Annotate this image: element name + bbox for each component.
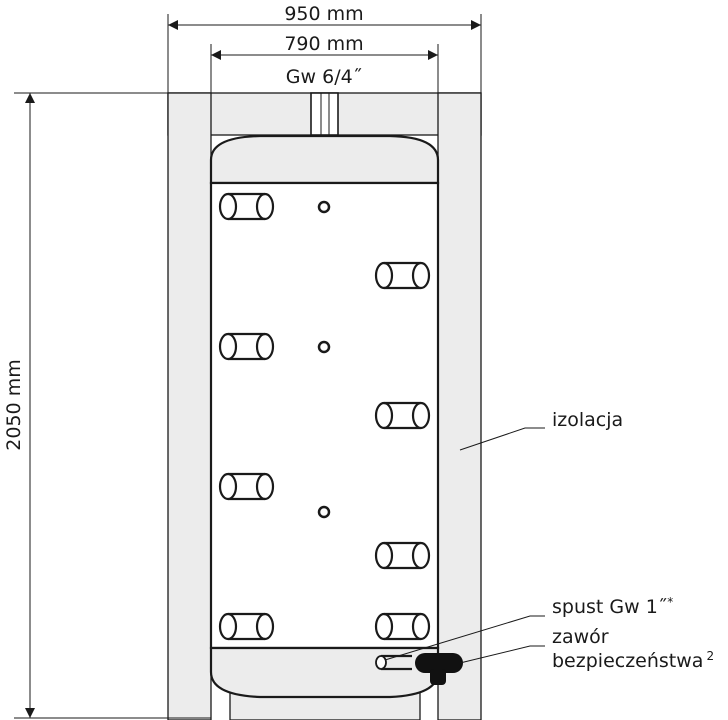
right-nozzles [374, 261, 431, 641]
sensor-socket-2 [317, 340, 331, 354]
outer-width-label: 950 mm [284, 3, 363, 25]
nozzle-right-3 [374, 541, 431, 570]
nozzle-right-2 [374, 401, 431, 430]
nozzle-left-2 [218, 332, 275, 361]
sensor-sockets [317, 200, 331, 519]
valve-label-line1: zawór [552, 626, 609, 648]
drain-label-text: spust Gw 1˝ [552, 596, 667, 618]
nozzle-right-1 [374, 261, 431, 290]
height-label: 2050 mm [3, 359, 25, 450]
nozzle-left-4 [218, 612, 275, 641]
valve-label-text: bezpieczeństwa [552, 650, 703, 672]
leader-lines [384, 427, 545, 664]
valve-leader [459, 645, 545, 664]
insulation-left-wall [167, 92, 212, 720]
tank-top-dome [209, 134, 440, 185]
top-port-label: Gw 6/4˝ [286, 66, 362, 88]
tank-body [209, 134, 440, 699]
insulation-label: izolacja [552, 409, 623, 431]
valve-label-mark: 2 [706, 649, 714, 663]
nozzle-left-3 [218, 472, 275, 501]
dimension-lines [14, 14, 482, 719]
tank-cylinder [209, 181, 440, 650]
nozzle-right-4 [374, 612, 431, 641]
insulation-right-wall [437, 92, 482, 720]
drain-label: spust Gw 1˝* [552, 595, 673, 618]
safety-valve [415, 653, 463, 685]
inner-width-label: 790 mm [284, 33, 363, 55]
left-nozzles [218, 192, 275, 641]
sensor-socket-3 [317, 505, 331, 519]
insulation-leader [459, 427, 545, 451]
drain-leader [384, 615, 545, 661]
sensor-socket-1 [317, 200, 331, 214]
drain-label-mark: * [667, 595, 673, 609]
nozzle-left-1 [218, 192, 275, 221]
top-port-pipe [310, 92, 339, 136]
